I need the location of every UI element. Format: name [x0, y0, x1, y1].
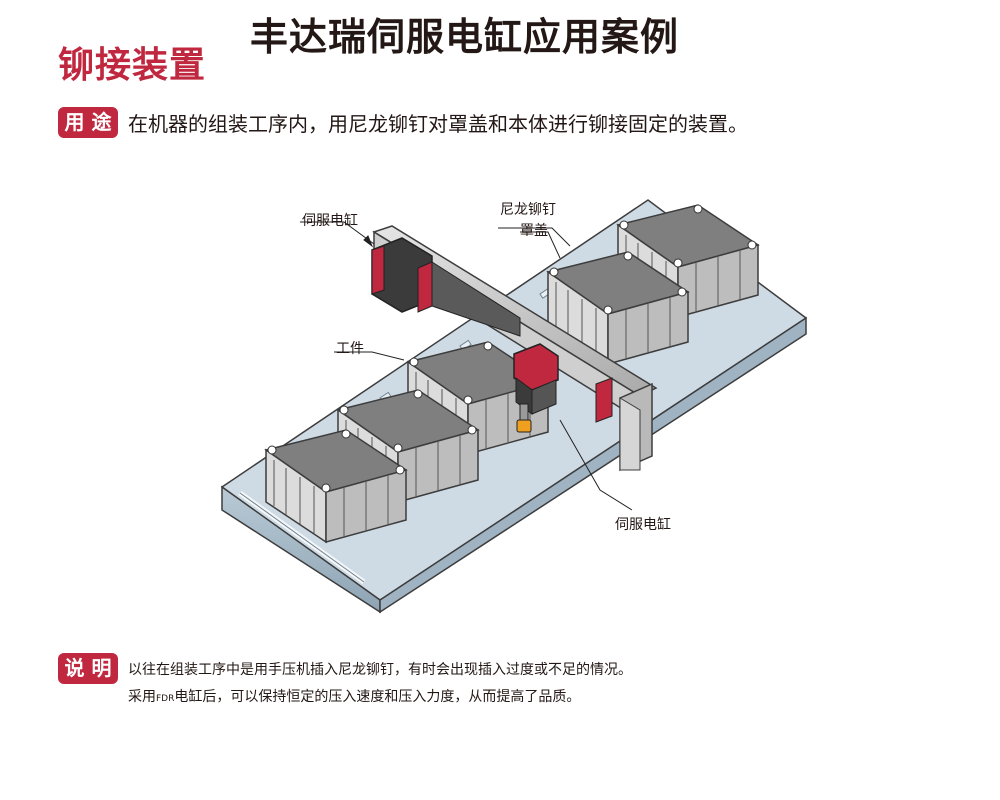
servo-cylinder-vertical — [513, 343, 613, 433]
usage-badge: 用 途 — [58, 107, 118, 138]
servo-cylinder-horizontal — [371, 237, 521, 337]
label-cover: 罩盖 — [520, 223, 548, 239]
section-title: 铆接装置 — [58, 45, 207, 86]
callout-lines — [300, 221, 633, 511]
note-badge: 说 明 — [58, 653, 118, 684]
label-nylon-rivet: 尼龙铆钉 — [500, 202, 556, 218]
note-line-2-post: 电缸后，可以保持恒定的压入速度和压入力度，从而提高了品质。 — [174, 689, 581, 705]
label-servo-cylinder-bottom: 伺服电缸 — [615, 517, 671, 533]
label-workpiece: 工件 — [336, 341, 364, 357]
note-line-1: 以往在组装工序中是用手压机插入尼龙铆钉，有时会出现插入过度或不足的情况。 — [128, 662, 632, 678]
usage-text: 在机器的组装工序内，用尼龙铆钉对罩盖和本体进行铆接固定的装置。 — [128, 112, 748, 136]
label-servo-cylinder-top: 伺服电缸 — [302, 213, 358, 229]
note-line-2-pre: 采用 — [128, 689, 156, 705]
page-title: 丰达瑞伺服电缸应用案例 — [250, 15, 680, 59]
fdr-brand: FDR — [156, 694, 175, 704]
note-line-2: 采用FDR电缸后，可以保持恒定的压入速度和压入力度，从而提高了品质。 — [128, 686, 580, 706]
